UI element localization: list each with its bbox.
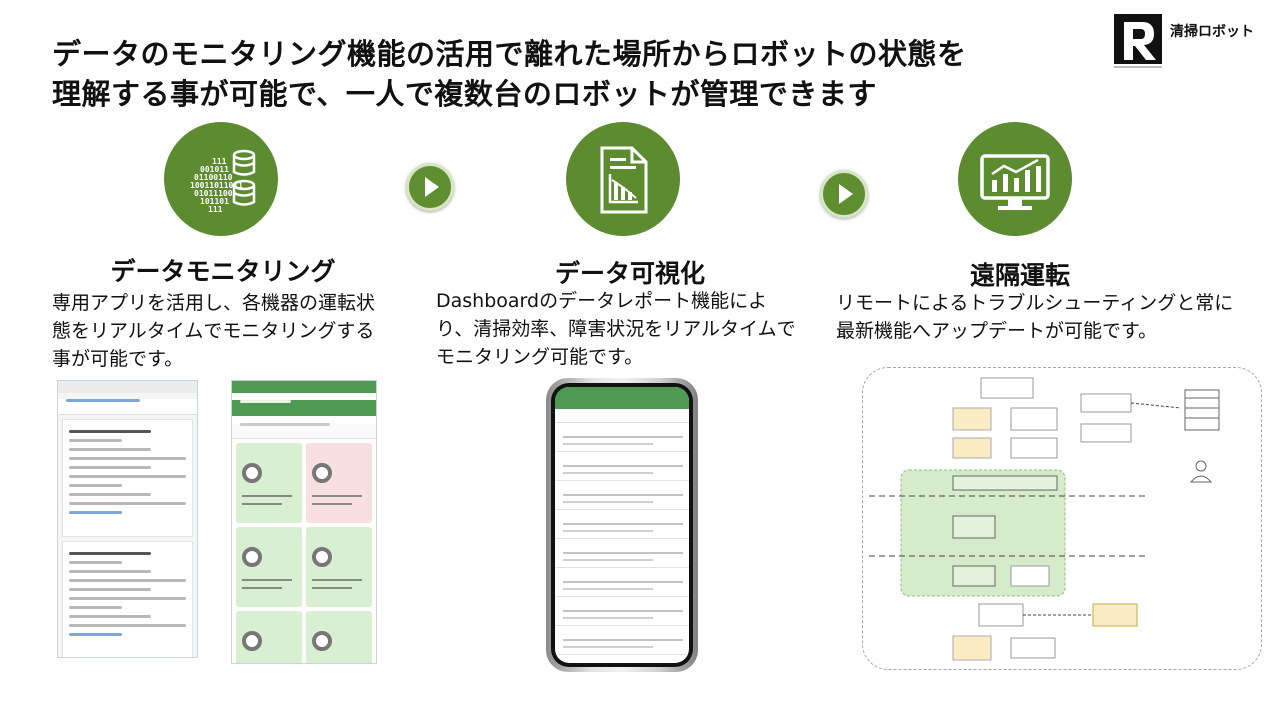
phone-bezel	[551, 383, 693, 667]
feature-icon-visualization	[566, 122, 680, 236]
svg-text:10011011011: 10011011011	[190, 181, 243, 190]
robot-card	[236, 611, 302, 663]
feature-desc-visualization: Dashboardのデータレポート機能により、清掃効率、障害状況をリアルタイムで…	[436, 290, 796, 368]
status-bar	[232, 381, 376, 393]
task-row	[555, 510, 689, 539]
svg-text:111: 111	[208, 205, 223, 214]
headline-line-2: 理解する事が可能で、一人で複数台のロボットが管理できます	[52, 77, 877, 111]
svg-text:01100110: 01100110	[194, 173, 233, 182]
feature-title-visualization: データ可視化	[554, 259, 705, 288]
robot-card-grid	[232, 439, 376, 663]
svg-text:111: 111	[212, 157, 227, 166]
task-row	[555, 423, 689, 452]
dashboard-header	[555, 387, 689, 409]
database-binary-icon: 111 001011 01100110 10011011011 01011100…	[190, 149, 256, 214]
logo-r-mark-icon	[1114, 14, 1162, 68]
feature-icon-remote	[958, 122, 1072, 236]
feature-desc-monitoring: 専用アプリを活用し、各機器の運転状態をリアルタイムでモニタリングする事が可能です…	[52, 292, 376, 370]
feature-desc-remote: リモートによるトラブルシューティングと常に最新機能へアップデートが可能です。	[836, 292, 1234, 342]
slide-headline: データのモニタリング機能の活用で離れた場所からロボットの状態を 理解する事が可能…	[52, 34, 1092, 114]
flow-arrow-1	[406, 163, 454, 211]
robot-card	[306, 527, 372, 607]
robot-card	[236, 443, 302, 523]
app-header	[232, 400, 376, 416]
report-chart-icon	[600, 146, 648, 214]
feature-title-remote: 遠隔運転	[969, 261, 1070, 290]
message-card	[62, 419, 193, 537]
flow-arrow-2	[820, 170, 868, 218]
dashboard-date-range	[555, 409, 689, 423]
task-row	[555, 452, 689, 481]
message-card	[62, 541, 193, 657]
system-architecture-diagram	[862, 367, 1262, 670]
phone-screen	[555, 387, 689, 663]
feature-title-monitoring: データモニタリング	[110, 257, 336, 286]
svg-text:001011: 001011	[200, 165, 229, 174]
task-row	[555, 568, 689, 597]
robot-card	[306, 611, 372, 663]
status-bar	[58, 381, 197, 393]
brand-logo: 清掃ロボット	[1114, 14, 1274, 74]
monitor-chart-icon	[980, 154, 1050, 210]
feature-icon-monitoring: 111 001011 01100110 10011011011 01011100…	[164, 122, 278, 236]
svg-text:01011100: 01011100	[194, 189, 233, 198]
messages-app-screenshot	[57, 380, 198, 658]
robot-card	[306, 443, 372, 523]
robot-card	[236, 527, 302, 607]
logo-text: 清掃ロボット	[1170, 24, 1254, 40]
headline-line-1: データのモニタリング機能の活用で離れた場所からロボットの状態を	[52, 37, 967, 71]
task-row	[555, 626, 689, 655]
robot-status-app-screenshot	[231, 380, 377, 664]
app-header	[58, 399, 197, 415]
dashboard-phone-screenshot	[546, 378, 698, 672]
filter-bar	[232, 423, 376, 439]
architecture-drawing	[869, 377, 1220, 661]
svg-text:101101: 101101	[200, 197, 229, 206]
play-arrow-icon	[425, 177, 439, 197]
task-row	[555, 481, 689, 510]
task-row	[555, 597, 689, 626]
task-row	[555, 539, 689, 568]
play-arrow-icon	[839, 184, 853, 204]
